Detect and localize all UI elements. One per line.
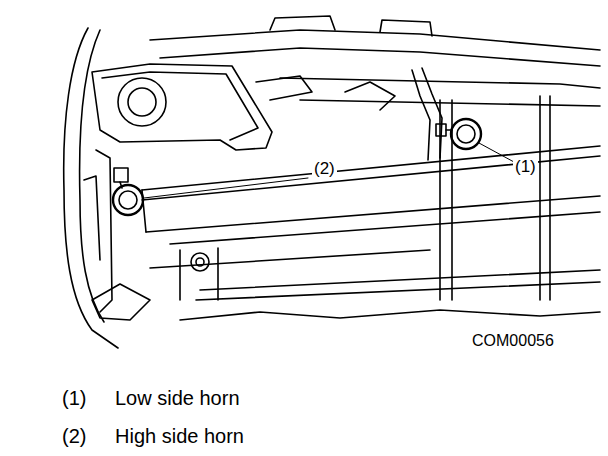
bolt-inner (196, 258, 204, 266)
lower-member (170, 212, 600, 244)
legend-number: (2) (62, 425, 86, 447)
housing-tab (256, 76, 312, 100)
center-post (439, 100, 441, 300)
upper-support-lower-edge (160, 48, 600, 66)
bumper-beam-edge (142, 156, 600, 200)
latch-bracket (270, 16, 335, 30)
callout-number: (2) (312, 160, 337, 179)
side-post (539, 96, 541, 300)
high-side-horn-inner (119, 191, 137, 209)
legend-number: (1) (62, 387, 86, 409)
high-side-horn (113, 185, 143, 215)
lower-member (196, 282, 600, 300)
headlight-inner-edge (102, 72, 258, 140)
low-side-horn-inner (457, 125, 475, 143)
part-name: High side horn (115, 425, 244, 447)
bumper-outline (64, 28, 118, 348)
part-name: Low side horn (115, 387, 240, 409)
headlight-lens (118, 78, 166, 126)
bumper-beam-bottom (146, 196, 600, 232)
radiator-line (300, 100, 600, 106)
upper-support (150, 30, 600, 50)
bumper-beam-top (142, 146, 600, 190)
figure-code: COM00056 (470, 332, 556, 350)
fog-bracket (92, 284, 150, 320)
bolt-bracket (180, 248, 218, 300)
callout-number: (1) (513, 158, 538, 177)
horn-bracket (114, 168, 128, 182)
bolt (191, 253, 209, 271)
leader-line (144, 178, 308, 198)
hood-stay (422, 68, 442, 158)
lower-member (200, 270, 600, 290)
leader-line (479, 143, 514, 162)
undercover (180, 310, 600, 320)
headlight-lens-inner (128, 88, 156, 116)
clip (345, 82, 395, 110)
side-post (549, 96, 551, 300)
headlight-housing (92, 64, 272, 150)
side-bracket (84, 176, 100, 260)
horn-bracket (436, 124, 446, 136)
radiator-top (280, 78, 600, 88)
low-side-horn (451, 119, 481, 149)
latch-bracket (380, 20, 432, 36)
